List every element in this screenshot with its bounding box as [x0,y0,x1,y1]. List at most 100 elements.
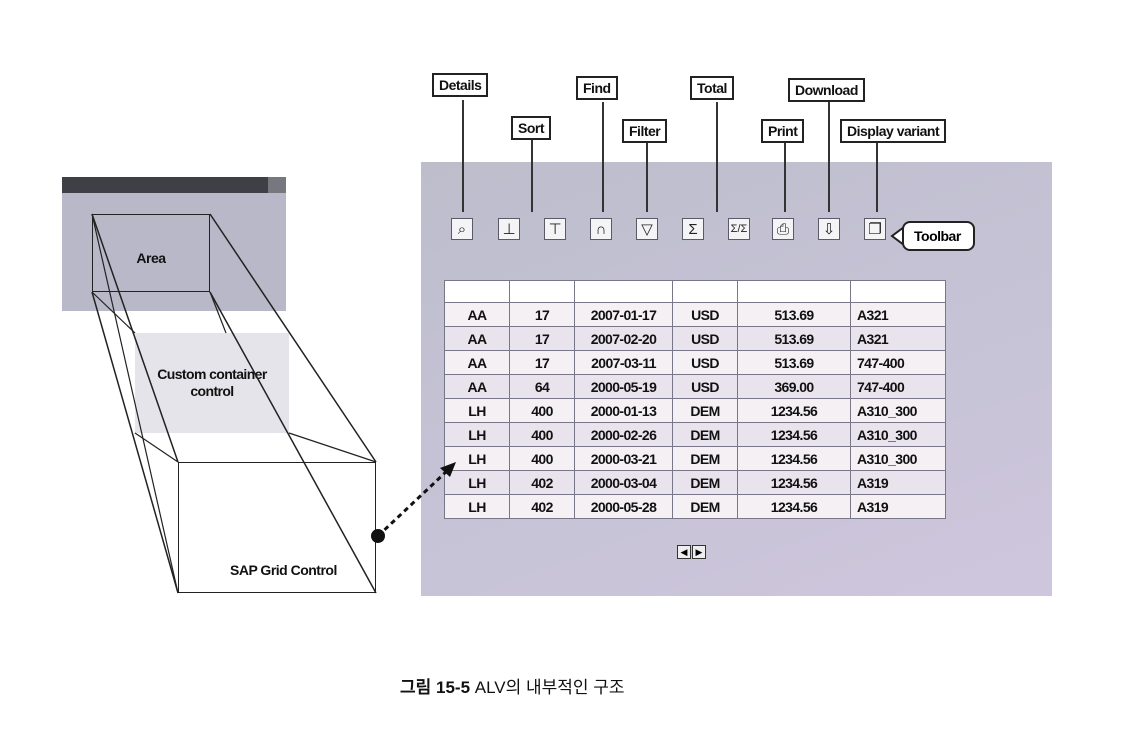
currency-cell: DEM [672,398,738,423]
plane-type-cell: A310_300 [850,422,946,447]
date-cell: 2000-05-28 [574,494,673,519]
download-icon[interactable]: ⇩ [818,218,840,240]
price-cell: 1234.56 [737,470,851,495]
table-row[interactable]: AA 64 2000-05-19 USD 369.00 747-400 [444,374,946,399]
currency-cell: USD [672,326,738,351]
display-variant-icon[interactable]: ❐ [864,218,886,240]
find-callout: Find [576,76,618,100]
connection-cell: 400 [509,446,575,471]
scroll-right-button[interactable]: ▶ [692,545,706,559]
scroll-left-button[interactable]: ◀ [677,545,691,559]
table-row[interactable]: AA 17 2007-01-17 USD 513.69 A321 [444,302,946,327]
custom-container-box: Custom container control [135,333,289,433]
find-connector [602,102,604,212]
plane-type-cell: A321 [850,326,946,351]
print-callout: Print [761,119,805,143]
custom-container-label: Custom container control [157,366,267,400]
figure-title: ALV의 내부적인 구조 [474,678,625,697]
date-cell: 2000-01-13 [574,398,673,423]
print-connector [784,143,786,212]
table-row[interactable]: LH 400 2000-01-13 DEM 1234.56 A310_300 [444,398,946,423]
table-row[interactable]: LH 400 2000-02-26 DEM 1234.56 A310_300 [444,422,946,447]
price-cell: 513.69 [737,350,851,375]
custom-container-label-line1: Custom container [157,366,267,382]
connection-cell: 64 [509,374,575,399]
plane-type-cell: A319 [850,494,946,519]
details-connector [462,100,464,212]
price-cell: 1234.56 [737,398,851,423]
connection-cell: 400 [509,398,575,423]
carrier-cell: AA [444,326,510,351]
figure-caption: 그림 15-5 ALV의 내부적인 구조 [400,673,625,698]
toolbar-callout: Toolbar [902,221,975,251]
date-cell: 2007-02-20 [574,326,673,351]
price-cell: 513.69 [737,302,851,327]
plane-type-cell: 747-400 [850,350,946,375]
sap-grid-control-box [178,462,376,593]
area-title-bar [62,177,286,193]
header-cell[interactable] [850,280,946,303]
carrier-cell: AA [444,374,510,399]
details-icon[interactable]: ⌕ [451,218,473,240]
display-variant-callout: Display variant [840,119,947,143]
details-callout: Details [432,73,489,97]
alv-grid-table: AA 17 2007-01-17 USD 513.69 A321 AA 17 2… [444,280,946,519]
price-cell: 1234.56 [737,494,851,519]
plane-type-cell: A321 [850,302,946,327]
total-connector [716,102,718,212]
price-cell: 1234.56 [737,422,851,447]
find-icon[interactable]: ∩ [590,218,612,240]
connection-cell: 17 [509,302,575,327]
connection-cell: 17 [509,326,575,351]
date-cell: 2007-01-17 [574,302,673,327]
table-row[interactable]: AA 17 2007-02-20 USD 513.69 A321 [444,326,946,351]
toolbar-callout-pointer [890,225,904,247]
filter-icon[interactable]: ▽ [636,218,658,240]
carrier-cell: LH [444,422,510,447]
sort-callout: Sort [511,116,551,140]
connection-cell: 402 [509,470,575,495]
download-callout: Download [788,78,865,102]
date-cell: 2000-05-19 [574,374,673,399]
filter-connector [646,143,648,212]
print-icon[interactable]: ⎙ [772,218,794,240]
table-row[interactable]: LH 402 2000-05-28 DEM 1234.56 A319 [444,494,946,519]
currency-cell: DEM [672,446,738,471]
total-callout: Total [690,76,734,100]
plane-type-cell: A319 [850,470,946,495]
sap-grid-control-label: SAP Grid Control [230,562,337,578]
sort-descending-icon[interactable]: ⊤ [544,218,566,240]
connection-cell: 402 [509,494,575,519]
plane-type-cell: A310_300 [850,446,946,471]
display-variant-connector [876,143,878,212]
price-cell: 1234.56 [737,446,851,471]
download-connector [828,102,830,212]
carrier-cell: AA [444,350,510,375]
carrier-cell: AA [444,302,510,327]
area-box: Area [92,214,210,292]
carrier-cell: LH [444,470,510,495]
table-row[interactable]: AA 17 2007-03-11 USD 513.69 747-400 [444,350,946,375]
area-label: Area [136,250,166,266]
carrier-cell: LH [444,446,510,471]
figure-number: 그림 15-5 [400,678,471,697]
currency-cell: DEM [672,494,738,519]
subtotal-icon[interactable]: Σ/Σ [728,218,750,240]
area-title-bar-end [268,177,286,193]
header-cell[interactable] [509,280,575,303]
table-row[interactable]: LH 402 2000-03-04 DEM 1234.56 A319 [444,470,946,495]
table-row[interactable]: LH 400 2000-03-21 DEM 1234.56 A310_300 [444,446,946,471]
sort-ascending-icon[interactable]: ⊥ [498,218,520,240]
plane-type-cell: A310_300 [850,398,946,423]
filter-callout: Filter [622,119,668,143]
currency-cell: USD [672,350,738,375]
carrier-cell: LH [444,494,510,519]
sum-icon[interactable]: Σ [682,218,704,240]
plane-type-cell: 747-400 [850,374,946,399]
date-cell: 2000-03-04 [574,470,673,495]
carrier-cell: LH [444,398,510,423]
custom-container-label-line2: control [190,383,234,399]
sort-connector [531,140,533,212]
